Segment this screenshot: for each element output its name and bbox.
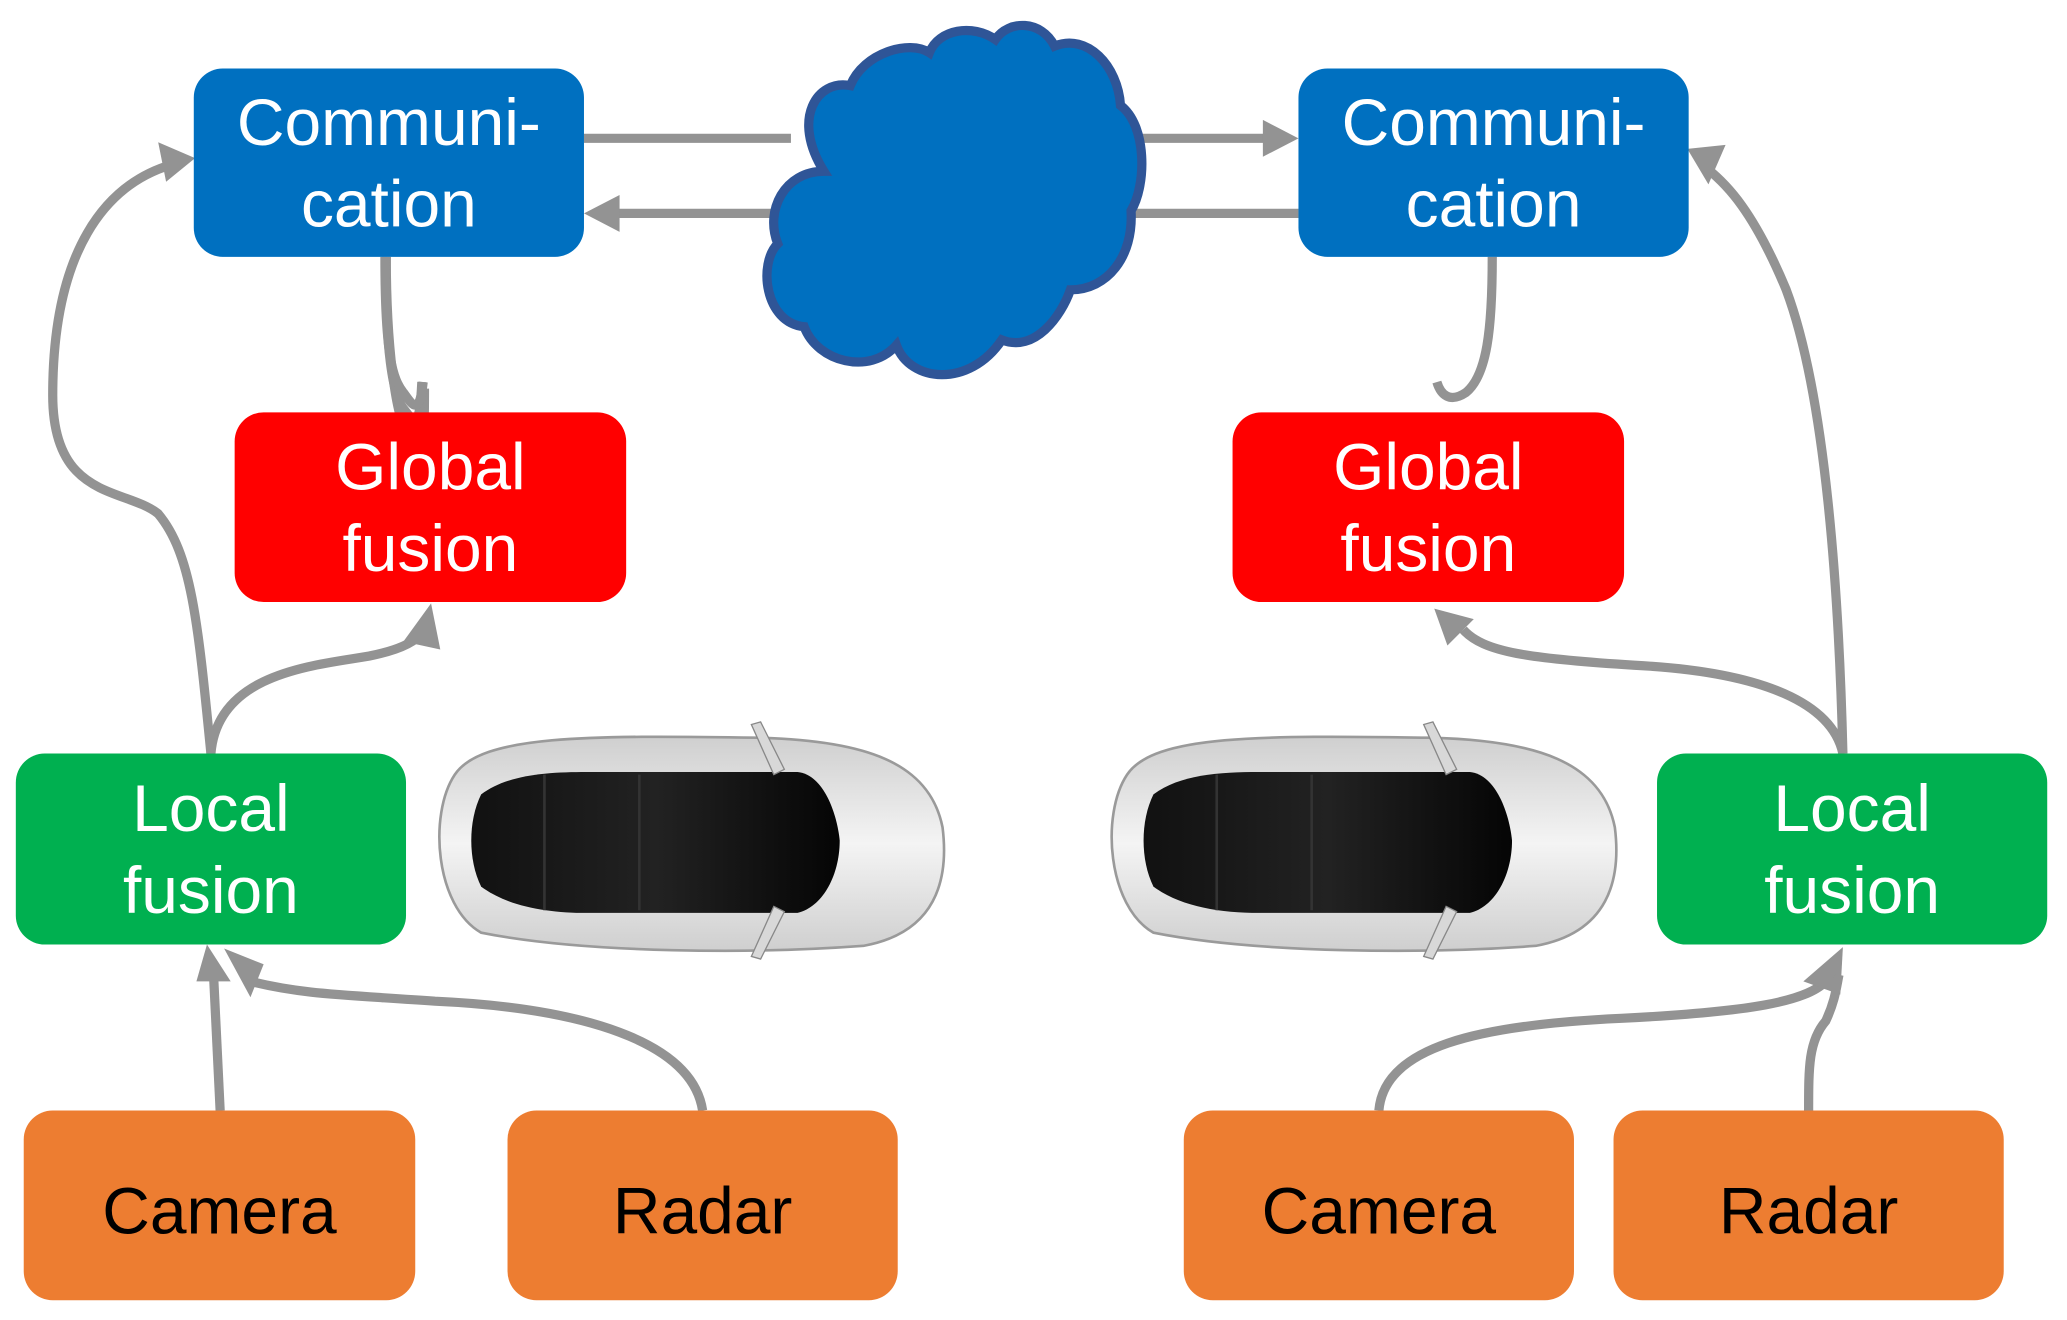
car-mirror [1422, 905, 1458, 960]
edge-left-local-to-global [206, 629, 426, 755]
edge-left-radar-to-local [249, 976, 708, 1112]
arrowhead [224, 948, 264, 998]
box-background [23, 1110, 416, 1301]
box-background [1657, 753, 2048, 945]
right-camera-box: Camera [1183, 1110, 1574, 1301]
car-top-view-icon [438, 721, 946, 960]
arrowhead [1687, 144, 1726, 185]
box-label: Camera [1262, 1174, 1497, 1248]
box-label: fusion [123, 853, 299, 927]
edge-left-local-to-comm [48, 160, 216, 754]
left-camera-box: Camera [23, 1110, 416, 1301]
box-label: Radar [613, 1174, 792, 1248]
car-glass-roof [471, 771, 840, 913]
boxes: Communi-cationCommuni-cationGlobalfusion… [15, 68, 2048, 1301]
box-label: Global [1333, 429, 1523, 503]
edge-right-local-to-global [1459, 626, 1848, 755]
car-mirror [750, 721, 786, 776]
box-background [507, 1110, 898, 1301]
box-background [1613, 1110, 2004, 1301]
arrowhead [196, 944, 231, 982]
box-background [1183, 1110, 1574, 1301]
car-glass-roof [1143, 771, 1513, 913]
box-label: Local [132, 771, 290, 845]
arrowhead [1434, 608, 1474, 646]
box-label: Local [1773, 771, 1931, 845]
box-label: fusion [1340, 511, 1516, 585]
cloud-shape [762, 20, 1147, 380]
edge-right-comm-to-global [1432, 256, 1497, 402]
box-background [15, 753, 407, 945]
right-global-fusion-box: Global fusion [1232, 412, 1625, 603]
box-label: fusion [342, 511, 518, 585]
connectors [48, 119, 1848, 1112]
right-communication-box: Communi-cation [1298, 68, 1689, 257]
car-top-view-icon [1110, 721, 1618, 960]
box-label: Radar [1719, 1174, 1898, 1248]
box-label: fusion [1764, 853, 1940, 927]
edge-right-local-to-comm [1704, 165, 1848, 754]
arrowhead [583, 194, 620, 232]
box-label: Camera [102, 1174, 337, 1248]
left-communication-box: Communi-cation [193, 68, 584, 257]
edge-right-radar-to-local [1804, 973, 1844, 1111]
box-background [234, 412, 627, 603]
right-radar-box: Radar [1613, 1110, 2004, 1301]
box-label: cation [1406, 167, 1582, 241]
arrowhead [1262, 119, 1299, 157]
box-label: cation [301, 167, 477, 241]
edge-left-comm-global-final [380, 256, 428, 410]
box-background [1298, 68, 1689, 257]
cloud-icon [762, 20, 1147, 380]
left-local-fusion-box: Local fusion [15, 753, 407, 945]
box-label: Global [335, 429, 525, 503]
car-mirror [1422, 721, 1458, 776]
box-label: Communi- [237, 85, 541, 159]
edge-left-camera-to-local [208, 974, 225, 1111]
left-radar-box: Radar [507, 1110, 898, 1301]
right-local-fusion-box: Local fusion [1657, 753, 2048, 945]
arrowhead [158, 142, 196, 182]
edge-right-camera-to-local [1374, 978, 1830, 1112]
box-background [193, 68, 584, 257]
left-global-fusion-box: Global fusion [234, 412, 627, 603]
box-label: Communi- [1342, 85, 1646, 159]
arrowhead [403, 603, 441, 650]
car-mirror [750, 905, 786, 960]
box-background [1232, 412, 1625, 603]
